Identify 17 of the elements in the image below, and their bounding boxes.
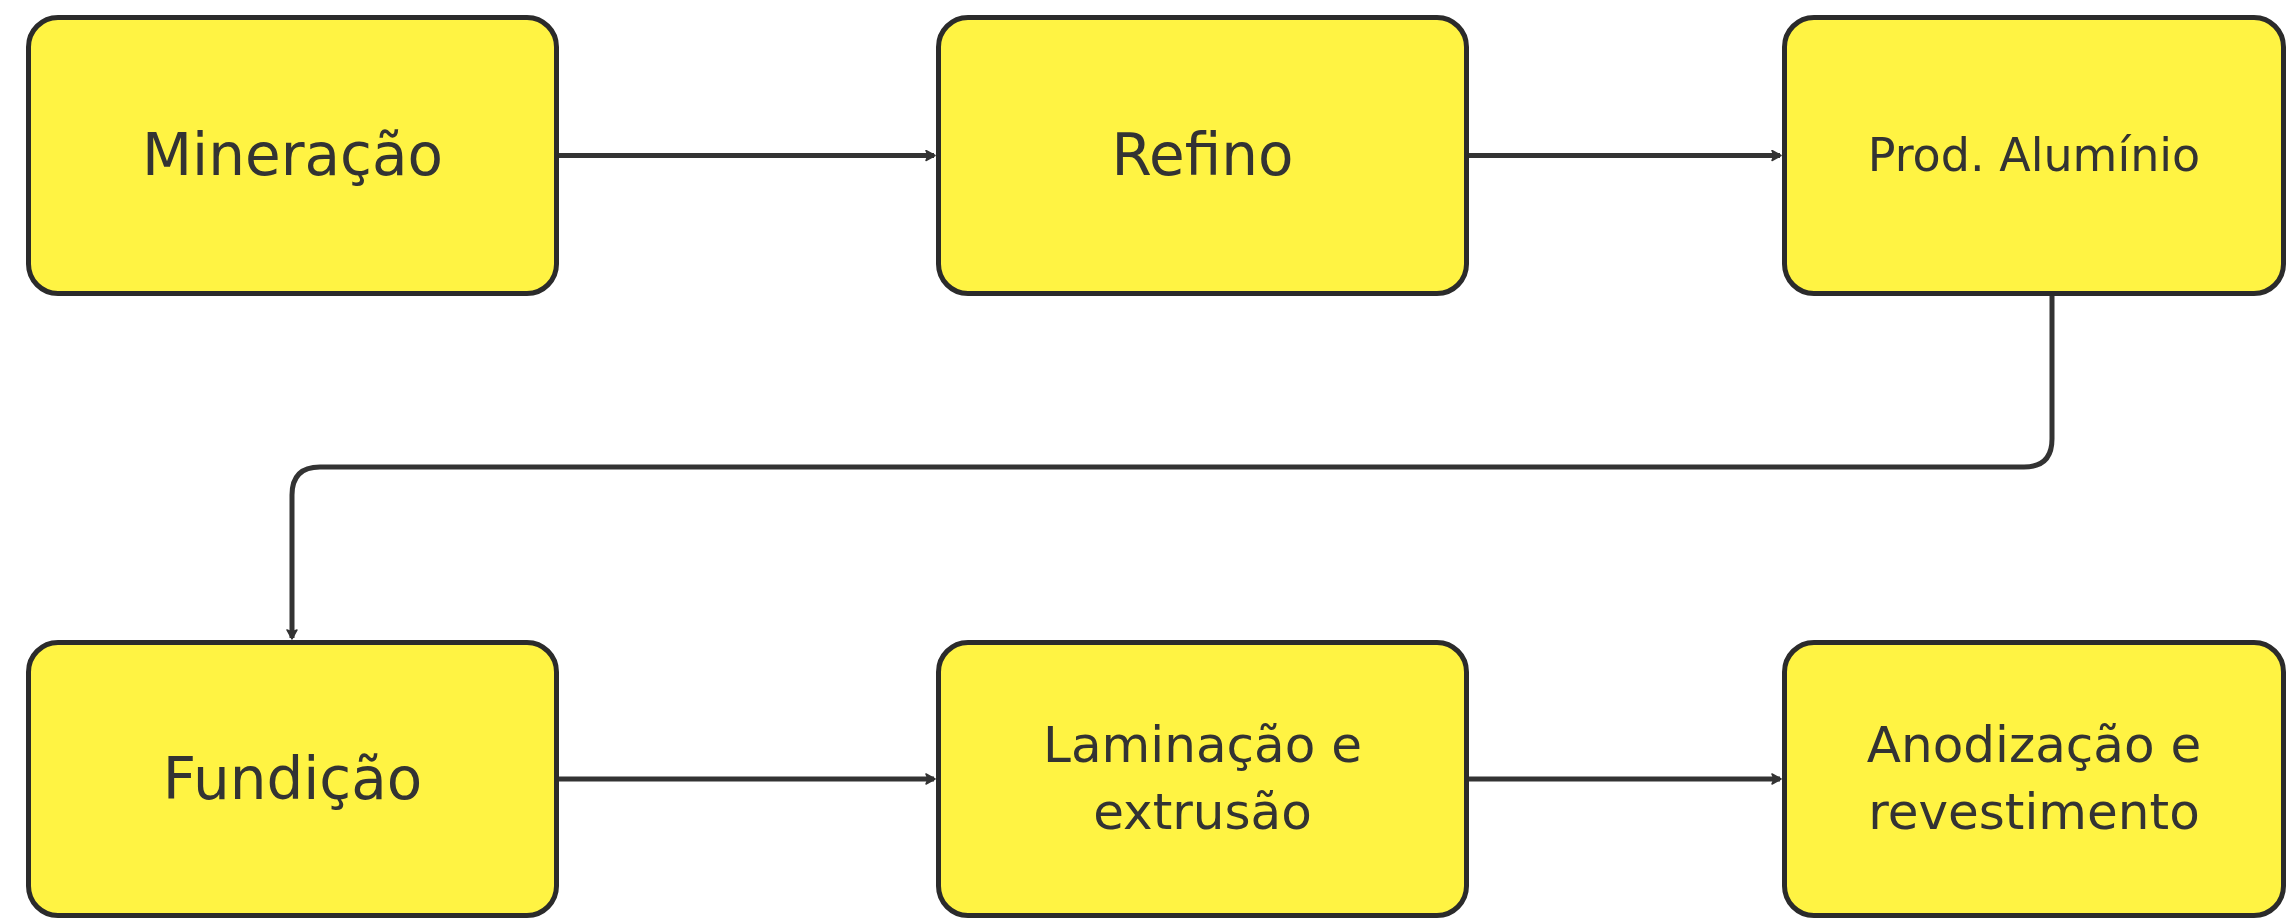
arrow xyxy=(1469,149,1782,162)
box-label: Refino xyxy=(1110,120,1295,192)
process-box xyxy=(26,640,559,918)
arrow xyxy=(559,149,936,162)
process-box xyxy=(26,15,559,296)
process-box xyxy=(936,15,1469,296)
arrow xyxy=(1469,773,1782,785)
box-label: Anodização e revestimento xyxy=(1865,714,2203,843)
process-box xyxy=(1782,15,2286,296)
box-label: Prod. Alumínio xyxy=(1866,127,2202,185)
process-box xyxy=(1782,640,2286,918)
arrow xyxy=(286,296,2055,640)
process-box xyxy=(936,640,1469,918)
box-label: Laminação e extrusão xyxy=(1042,714,1363,843)
box-label: Fundição xyxy=(161,743,424,815)
box-label: Mineração xyxy=(141,120,444,192)
arrow xyxy=(559,773,936,785)
